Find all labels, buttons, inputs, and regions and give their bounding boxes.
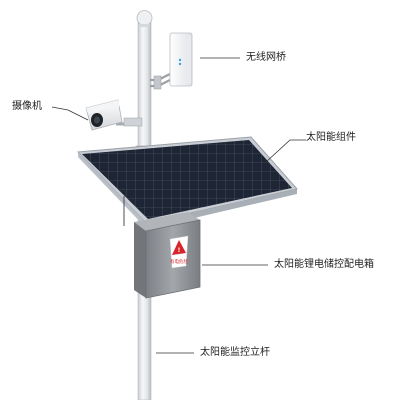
leader-line-camera (51, 106, 89, 121)
camera (85, 99, 143, 131)
label-wireless-bridge: 无线网桥 (246, 52, 286, 63)
label-pole: 太阳能监控立杆 (200, 347, 270, 358)
label-battery-box: 太阳能锂电储控配电箱 (274, 259, 374, 270)
leader-lines (51, 57, 306, 354)
battery-box: ! 有电危险 (123, 196, 201, 299)
warning-sign-text: 有电危险 (170, 258, 188, 265)
label-camera: 摄像机 (12, 101, 42, 112)
svg-text:!: ! (178, 247, 181, 254)
leader-line-solar-panel (265, 139, 306, 163)
label-solar-panel: 太阳能组件 (306, 132, 356, 143)
wireless-bridge (150, 32, 193, 90)
